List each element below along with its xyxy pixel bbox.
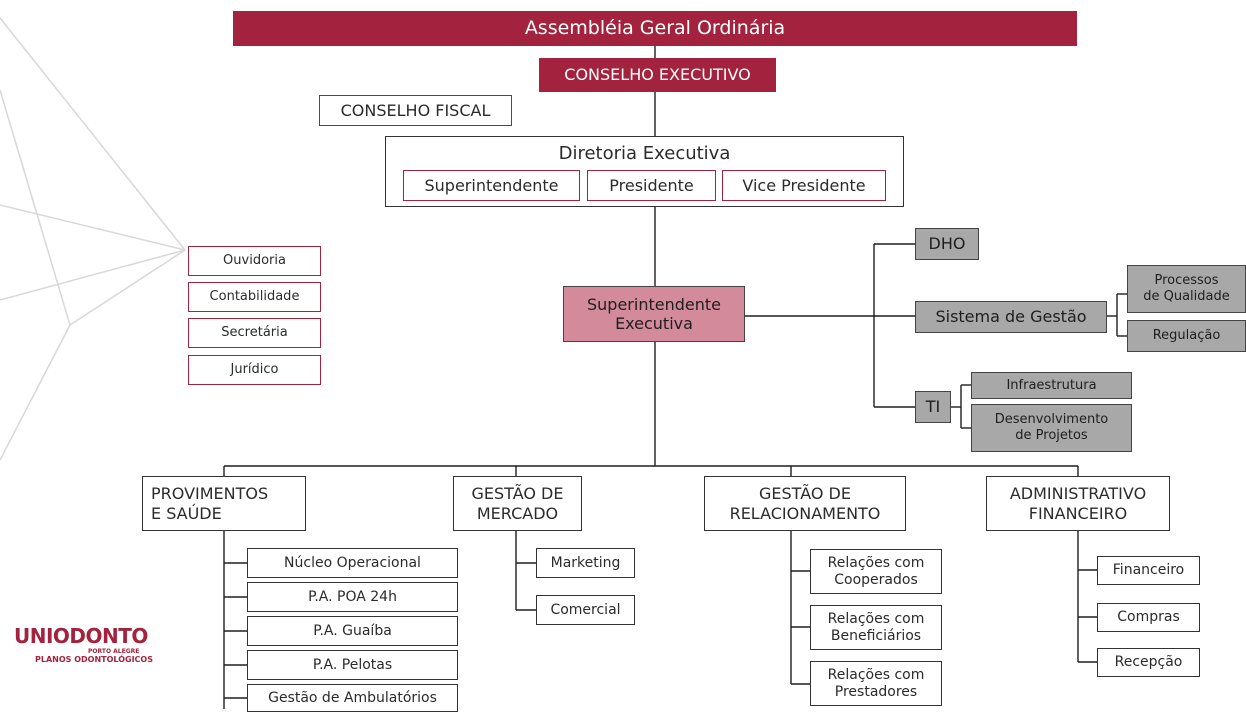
diretoria-member-superintendente: Superintendente <box>403 170 580 201</box>
item-line2: Prestadores <box>834 683 918 700</box>
sistema-gestao-box: Sistema de Gestão <box>915 301 1107 333</box>
item-line1: Relações com <box>827 554 925 571</box>
processos-line1: Processos <box>1154 273 1219 289</box>
desenvolvimento-line1: Desenvolvimento <box>994 412 1109 428</box>
superintendente-executiva-box: Superintendente Executiva <box>563 286 745 342</box>
item-label: Comercial <box>550 601 621 618</box>
item-line1: Relações com <box>827 666 925 683</box>
conselho-fiscal-box: CONSELHO FISCAL <box>319 95 512 126</box>
item-label: Recepção <box>1114 654 1183 671</box>
dho-box: DHO <box>915 228 979 260</box>
staff-ouvidoria: Ouvidoria <box>188 246 321 276</box>
conselho-executivo-box: CONSELHO EXECUTIVO <box>539 58 776 92</box>
relacionamento-item-beneficiarios: Relações com Beneficiários <box>810 605 942 650</box>
staff-secretaria: Secretária <box>188 318 321 348</box>
item-label: Núcleo Operacional <box>284 554 421 571</box>
item-label: P.A. Guaíba <box>313 622 392 639</box>
provimentos-item-guaiba: P.A. Guaíba <box>247 616 458 646</box>
diretoria-executiva-title: Diretoria Executiva <box>385 141 904 167</box>
diretoria-member-presidente: Presidente <box>587 170 716 201</box>
dept-relacionamento-box: GESTÃO DE RELACIONAMENTO <box>704 476 906 531</box>
diretoria-executiva-label: Diretoria Executiva <box>558 143 731 165</box>
dept-provimentos-box: PROVIMENTOS E SAÚDE <box>142 476 306 531</box>
item-label: Compras <box>1117 609 1180 626</box>
administrativo-item-recepcao: Recepção <box>1097 648 1200 677</box>
administrativo-item-compras: Compras <box>1097 603 1200 632</box>
provimentos-item-nucleo: Núcleo Operacional <box>247 548 458 578</box>
relacionamento-item-prestadores: Relações com Prestadores <box>810 661 942 706</box>
dept-title-line2: E SAÚDE <box>151 503 222 523</box>
ti-box: TI <box>915 391 951 423</box>
mercado-item-comercial: Comercial <box>536 595 635 625</box>
regulacao-label: Regulação <box>1152 328 1221 344</box>
processos-qualidade-box: Processos de Qualidade <box>1127 265 1246 313</box>
infraestrutura-box: Infraestrutura <box>971 372 1132 399</box>
dept-mercado-box: GESTÃO DE MERCADO <box>453 476 582 531</box>
dept-title-line1: ADMINISTRATIVO <box>1009 484 1147 504</box>
item-label: Gestão de Ambulatórios <box>268 689 437 706</box>
assembleia-geral-label: Assembléia Geral Ordinária <box>524 17 786 40</box>
sistema-gestao-label: Sistema de Gestão <box>935 307 1087 327</box>
item-label: P.A. POA 24h <box>308 588 397 605</box>
staff-label: Secretária <box>221 325 288 341</box>
diretoria-member-label: Vice Presidente <box>742 175 866 195</box>
dept-title-line2: RELACIONAMENTO <box>729 503 881 523</box>
diretoria-member-vice-presidente: Vice Presidente <box>722 170 886 201</box>
superintendente-executiva-line1: Superintendente <box>587 294 721 314</box>
dept-title-line1: GESTÃO DE <box>471 484 564 504</box>
logo-tagline: PLANOS ODONTOLÓGICOS <box>35 655 153 664</box>
dept-title-line2: MERCADO <box>476 503 559 523</box>
superintendente-executiva-line2: Executiva <box>615 314 693 333</box>
dept-title-line1: GESTÃO DE <box>759 484 851 504</box>
desenvolvimento-line2: de Projetos <box>1015 428 1088 443</box>
dho-label: DHO <box>928 234 966 254</box>
item-label: Financeiro <box>1112 562 1185 579</box>
relacionamento-item-cooperados: Relações com Cooperados <box>810 549 942 594</box>
item-label: Marketing <box>550 554 621 571</box>
conselho-fiscal-label: CONSELHO FISCAL <box>340 100 491 120</box>
provimentos-item-pelotas: P.A. Pelotas <box>247 650 458 680</box>
item-label: P.A. Pelotas <box>312 656 393 673</box>
staff-contabilidade: Contabilidade <box>188 282 321 312</box>
desenvolvimento-projetos-box: Desenvolvimento de Projetos <box>971 404 1132 452</box>
assembleia-geral-box: Assembléia Geral Ordinária <box>233 11 1077 46</box>
item-line1: Relações com <box>827 610 925 627</box>
conselho-executivo-label: CONSELHO EXECUTIVO <box>564 65 751 85</box>
logo-city: PORTO ALEGRE <box>88 648 140 655</box>
staff-label: Ouvidoria <box>223 253 286 269</box>
item-line2: Beneficiários <box>830 627 922 644</box>
diretoria-member-label: Superintendente <box>424 175 559 195</box>
staff-label: Jurídico <box>230 362 279 378</box>
staff-juridico: Jurídico <box>188 355 321 385</box>
uniodonto-logo: UNIODONTO PORTO ALEGRE PLANOS ODONTOLÓGI… <box>14 624 164 664</box>
provimentos-item-poa: P.A. POA 24h <box>247 582 458 612</box>
logo-wordmark: UNIODONTO <box>14 624 148 648</box>
dept-title-line1: PROVIMENTOS <box>151 484 269 504</box>
dept-administrativo-box: ADMINISTRATIVO FINANCEIRO <box>986 476 1170 531</box>
decorative-background-lines <box>0 17 186 461</box>
diretoria-member-label: Presidente <box>609 175 694 195</box>
dept-title-line2: FINANCEIRO <box>1028 503 1128 523</box>
processos-line2: de Qualidade <box>1143 289 1230 304</box>
mercado-item-marketing: Marketing <box>536 548 635 578</box>
regulacao-box: Regulação <box>1127 320 1246 352</box>
staff-label: Contabilidade <box>209 289 300 305</box>
infraestrutura-label: Infraestrutura <box>1006 377 1097 393</box>
ti-label: TI <box>925 397 941 417</box>
administrativo-item-financeiro: Financeiro <box>1097 556 1200 585</box>
provimentos-item-ambulatorios: Gestão de Ambulatórios <box>247 684 458 712</box>
item-line2: Cooperados <box>834 571 918 588</box>
